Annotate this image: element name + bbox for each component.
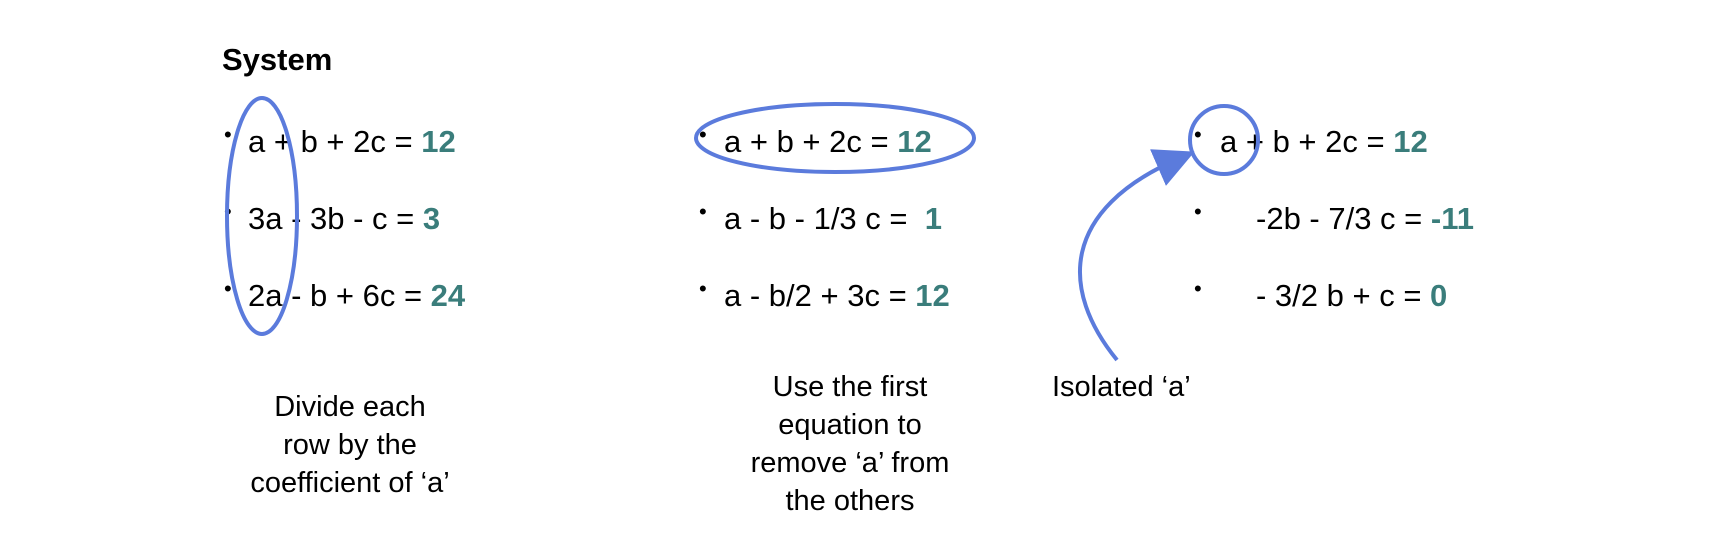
equation-rhs: 12	[421, 124, 456, 159]
bullet: •	[699, 199, 707, 224]
caption-line: Isolated ‘a’	[1052, 371, 1191, 403]
equation-3: a - b/2 + 3c = 12	[724, 280, 950, 311]
equation-1: a + b + 2c = 12	[724, 126, 932, 157]
equation-2: 3a - 3b - c = 3	[248, 203, 440, 234]
bullet: •	[699, 122, 707, 147]
equation-2: a - b - 1/3 c = 1	[724, 203, 942, 234]
equation-lhs: a + b + 2c =	[248, 124, 422, 159]
bullet: •	[699, 276, 707, 301]
bullet: •	[224, 276, 232, 301]
equation-3: 2a - b + 6c = 24	[248, 280, 465, 311]
caption-step-1: Divide each row by the coefficient of ‘a…	[230, 388, 470, 502]
equation-rhs: 24	[430, 278, 466, 313]
caption-line: Use the first	[772, 371, 928, 403]
caption-line: row by the	[283, 429, 417, 461]
caption-step-2: Use the first equation to remove ‘a’ fro…	[700, 368, 1000, 520]
equation-1: a + b + 2c = 12	[248, 126, 456, 157]
equation-1: a + b + 2c = 12	[1220, 126, 1428, 157]
equation-rhs: -11	[1430, 201, 1474, 236]
equation-lhs: 3a - 3b - c =	[248, 201, 423, 236]
equation-3: - 3/2 b + c = 0	[1256, 280, 1447, 311]
bullet: •	[1194, 276, 1202, 301]
bullet: •	[1194, 122, 1202, 147]
bullet: •	[224, 199, 232, 224]
bullet: •	[1194, 199, 1202, 224]
equation-rhs: 3	[422, 201, 441, 236]
caption-line: the others	[785, 485, 915, 517]
caption-line: equation to	[778, 409, 922, 441]
equation-rhs: 12	[897, 124, 932, 159]
equation-lhs: 2a - b + 6c =	[248, 278, 431, 313]
equation-rhs: 1	[924, 201, 942, 236]
caption-line: remove ‘a’ from	[750, 447, 950, 479]
bullet: •	[224, 122, 232, 147]
equation-rhs: 12	[915, 278, 950, 313]
caption-line: Divide each	[274, 391, 426, 423]
equation-2: -2b - 7/3 c = -11	[1256, 203, 1474, 234]
equation-lhs: a - b/2 + 3c =	[724, 278, 916, 313]
equation-rhs: 0	[1430, 278, 1448, 313]
equation-lhs: -2b - 7/3 c =	[1256, 201, 1431, 236]
caption-line: coefficient of ‘a’	[250, 467, 450, 499]
equation-lhs: a + b + 2c =	[1220, 124, 1394, 159]
equation-rhs: 12	[1393, 124, 1428, 159]
caption-step-3: Isolated ‘a’	[1052, 368, 1222, 406]
equation-lhs: - 3/2 b + c =	[1256, 278, 1431, 313]
equation-lhs: a - b - 1/3 c =	[724, 201, 925, 236]
slide-title: System	[222, 42, 333, 77]
arrow-icon	[1078, 149, 1195, 362]
equation-lhs: a + b + 2c =	[724, 124, 898, 159]
